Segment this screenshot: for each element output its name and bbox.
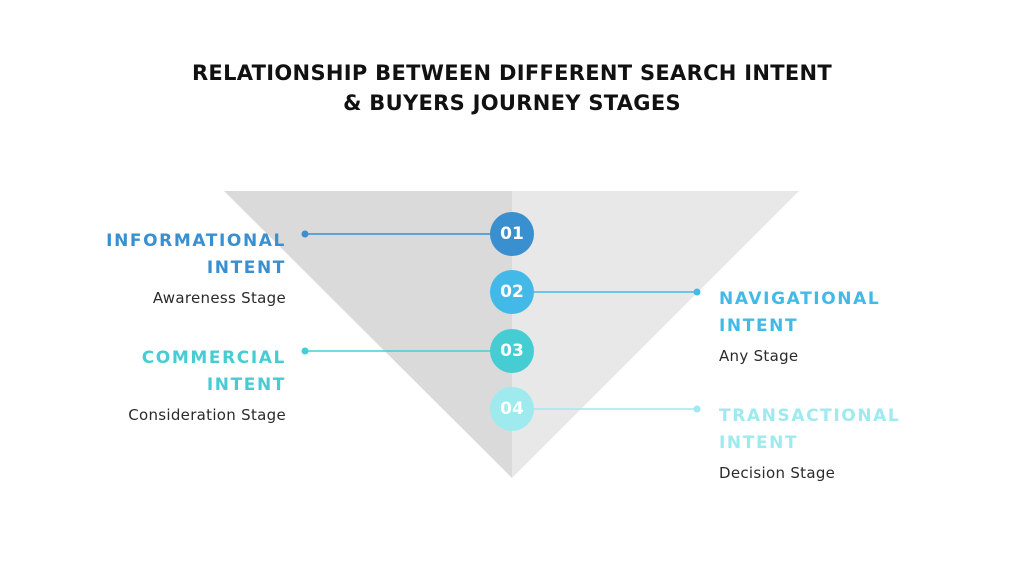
intent-line-1: INFORMATIONAL bbox=[106, 231, 286, 251]
intent-title-transactional: TRANSACTIONAL INTENT bbox=[719, 403, 959, 457]
title-line-2: & BUYERS JOURNEY STAGES bbox=[343, 91, 681, 115]
connector-dot-01 bbox=[301, 230, 309, 238]
step-badge-03: 03 bbox=[490, 329, 534, 373]
stage-text-any: Any Stage bbox=[719, 347, 799, 365]
intent-title-commercial: COMMERCIAL INTENT bbox=[46, 345, 286, 399]
intent-line-1: COMMERCIAL bbox=[141, 348, 286, 368]
intent-title-informational: INFORMATIONAL INTENT bbox=[46, 228, 286, 282]
label-transactional: TRANSACTIONAL INTENT Decision Stage bbox=[719, 403, 959, 484]
connector-dot-03 bbox=[301, 347, 309, 355]
intent-line-1: NAVIGATIONAL bbox=[719, 289, 881, 309]
connector-dot-02 bbox=[693, 288, 701, 296]
stage-text-awareness: Awareness Stage bbox=[152, 289, 286, 307]
intent-line-1: TRANSACTIONAL bbox=[719, 406, 901, 426]
funnel-left-half bbox=[224, 191, 512, 478]
intent-line-2: INTENT bbox=[719, 316, 799, 336]
step-badge-02: 02 bbox=[490, 270, 534, 314]
title-line-1: RELATIONSHIP BETWEEN DIFFERENT SEARCH IN… bbox=[191, 61, 833, 85]
funnel-right-half bbox=[512, 191, 799, 478]
diagram-title: RELATIONSHIP BETWEEN DIFFERENT SEARCH IN… bbox=[0, 58, 1024, 118]
intent-line-2: INTENT bbox=[206, 375, 286, 395]
intent-title-navigational: NAVIGATIONAL INTENT bbox=[719, 286, 959, 340]
stage-text-decision: Decision Stage bbox=[719, 464, 836, 482]
intent-line-2: INTENT bbox=[206, 258, 286, 278]
step-badge-04: 04 bbox=[490, 387, 534, 431]
connector-dot-04 bbox=[693, 405, 701, 413]
stage-text-consideration: Consideration Stage bbox=[128, 406, 286, 424]
label-commercial: COMMERCIAL INTENT Consideration Stage bbox=[46, 345, 286, 426]
intent-line-2: INTENT bbox=[719, 433, 799, 453]
label-navigational: NAVIGATIONAL INTENT Any Stage bbox=[719, 286, 959, 367]
step-badge-01: 01 bbox=[490, 212, 534, 256]
label-informational: INFORMATIONAL INTENT Awareness Stage bbox=[46, 228, 286, 309]
